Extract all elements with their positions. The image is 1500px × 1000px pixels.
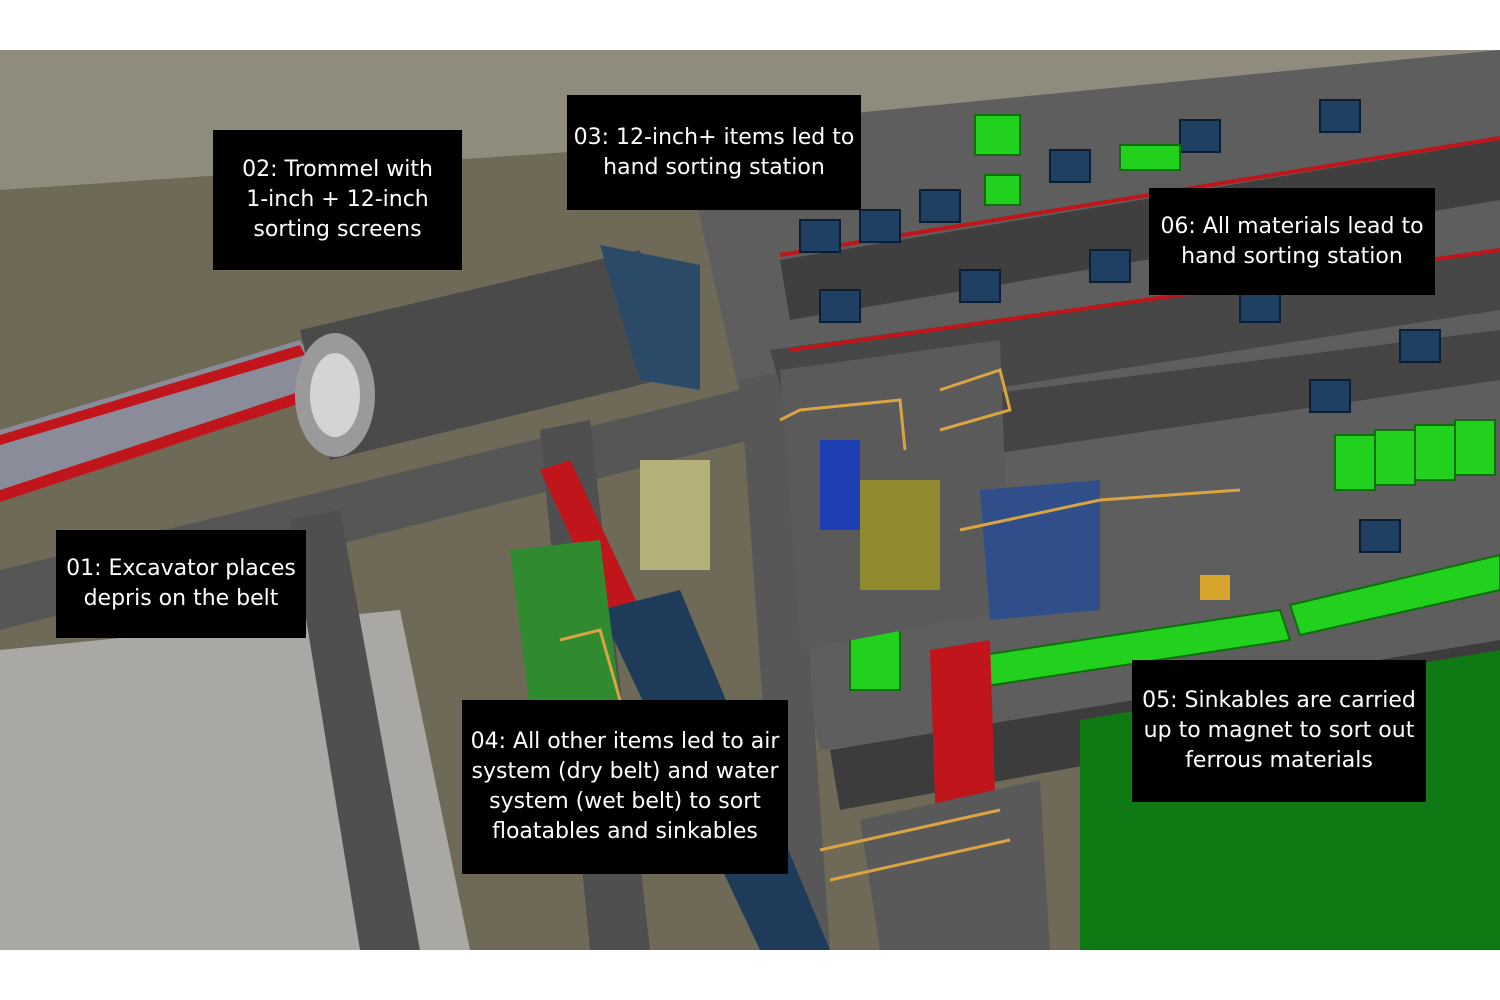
plant-rendering: 01: Excavator places depris on the belt … xyxy=(0,50,1500,950)
callout-02: 02: Trommel with 1-inch + 12-inch sortin… xyxy=(213,130,462,270)
belt-edge-top xyxy=(0,345,305,445)
trommel-discharge xyxy=(600,245,700,390)
green-hopper xyxy=(510,540,620,710)
callout-04-line-4: floatables and sinkables xyxy=(492,819,758,844)
callout-05-line-3: ferrous materials xyxy=(1185,748,1373,773)
belt-edge-bottom xyxy=(0,385,325,502)
magnet-unit xyxy=(1200,575,1230,600)
trommel-drum xyxy=(300,250,660,460)
yellow-chute xyxy=(860,480,940,590)
callout-02-line-1: 02: Trommel with xyxy=(242,157,433,182)
callout-06-line-1: 06: All materials lead to xyxy=(1160,213,1424,239)
callout-01: 01: Excavator places depris on the belt xyxy=(56,530,306,638)
callout-03-line-2: hand sorting station xyxy=(603,154,825,180)
callout-06: 06: All materials lead to hand sorting s… xyxy=(1149,188,1435,295)
stair-tower xyxy=(860,780,1050,950)
callout-01-line-2: depris on the belt xyxy=(83,586,279,611)
trommel-ring xyxy=(310,353,360,437)
frame-leg-left xyxy=(290,510,420,950)
callout-03-line-1: 03: 12-inch+ items led to xyxy=(573,124,855,150)
callout-05-line-2: up to magnet to sort out xyxy=(1143,718,1415,743)
callout-03: 03: 12-inch+ items led to hand sorting s… xyxy=(567,95,861,210)
air-separator xyxy=(640,460,710,570)
callout-02-line-3: sorting screens xyxy=(253,217,422,242)
callout-01-line-1: 01: Excavator places xyxy=(66,556,296,581)
callout-05-line-1: 05: Sinkables are carried xyxy=(1142,688,1416,713)
callout-04-line-1: 04: All other items led to air xyxy=(470,729,780,754)
blue-tank xyxy=(820,440,860,530)
callout-06-line-2: hand sorting station xyxy=(1181,243,1403,269)
sorting-belt-lower xyxy=(940,330,1500,460)
infeed-belt xyxy=(0,340,330,500)
callout-04-line-3: system (wet belt) to sort xyxy=(489,789,761,814)
callout-02-line-2: 1-inch + 12-inch xyxy=(246,187,429,212)
callout-04: 04: All other items led to air system (d… xyxy=(462,700,788,874)
wash-tank xyxy=(980,480,1100,620)
callout-05: 05: Sinkables are carried up to magnet t… xyxy=(1132,660,1426,802)
blue-bins xyxy=(799,99,1441,553)
callout-04-line-2: system (dry belt) and water xyxy=(471,759,779,784)
frame-column xyxy=(740,370,830,950)
railings xyxy=(559,368,1241,882)
